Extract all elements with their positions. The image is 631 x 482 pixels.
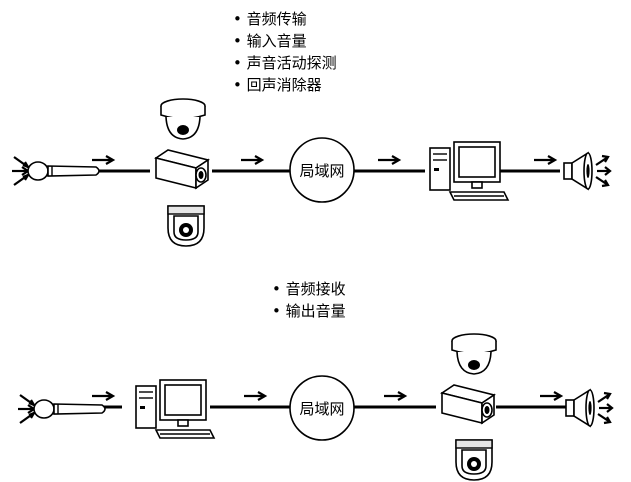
svg-text:• 输出音量: • 输出音量 [272,302,346,320]
arrow-icon [239,154,264,166]
bottom-feature-list: • 音频接收 • 输出音量 [272,280,346,320]
svg-text:• 输入音量: • 输入音量 [233,32,307,50]
svg-text:• 回声消除器: • 回声消除器 [233,76,322,94]
box-camera-icon [441,384,495,424]
svg-text:• 声音活动探测: • 声音活动探测 [233,54,337,72]
arrow-icon [382,390,407,402]
microphone-icon [27,161,100,181]
bullet: • [233,32,247,50]
lan-cloud-icon: 局域网 [289,137,355,203]
bullet: • [233,10,247,28]
speaker-icon [564,388,614,428]
ptz-camera-icon [167,205,205,247]
svg-text:• 音频接收: • 音频接收 [272,280,346,298]
top-feature-list: • 音频传输 • 输入音量 • 声音活动探测 • 回声消除器 [233,10,337,94]
feature-item: 回声消除器 [247,76,322,94]
arrow-icon [242,390,267,402]
microphone-icon [33,399,106,419]
feature-item: 音频接收 [286,280,346,298]
bullet: • [233,76,247,94]
sound-input-waves-icon [10,155,30,187]
arrow-icon [538,390,563,402]
arrow-icon [90,154,115,166]
sound-input-waves-icon [16,393,36,425]
dome-camera-icon [451,333,497,375]
arrow-icon [376,154,401,166]
feature-item: 音频传输 [247,10,307,28]
arrow-icon [532,154,557,166]
bullet: • [233,54,247,72]
dome-camera-icon [160,98,206,140]
computer-icon [429,141,509,201]
lan-cloud-icon: 局域网 [289,375,355,441]
lan-label: 局域网 [299,400,344,418]
speaker-icon [562,151,612,191]
computer-icon [135,379,215,439]
feature-item: 输入音量 [247,32,307,50]
feature-item: 声音活动探测 [247,54,337,72]
box-camera-icon [155,149,209,189]
feature-item: 输出音量 [286,302,346,320]
lan-label: 局域网 [299,162,344,180]
svg-text:• 音频传输: • 音频传输 [233,10,307,28]
ptz-camera-icon [455,439,493,481]
bullet: • [272,302,286,320]
bullet: • [272,280,286,298]
arrow-icon [90,390,115,402]
